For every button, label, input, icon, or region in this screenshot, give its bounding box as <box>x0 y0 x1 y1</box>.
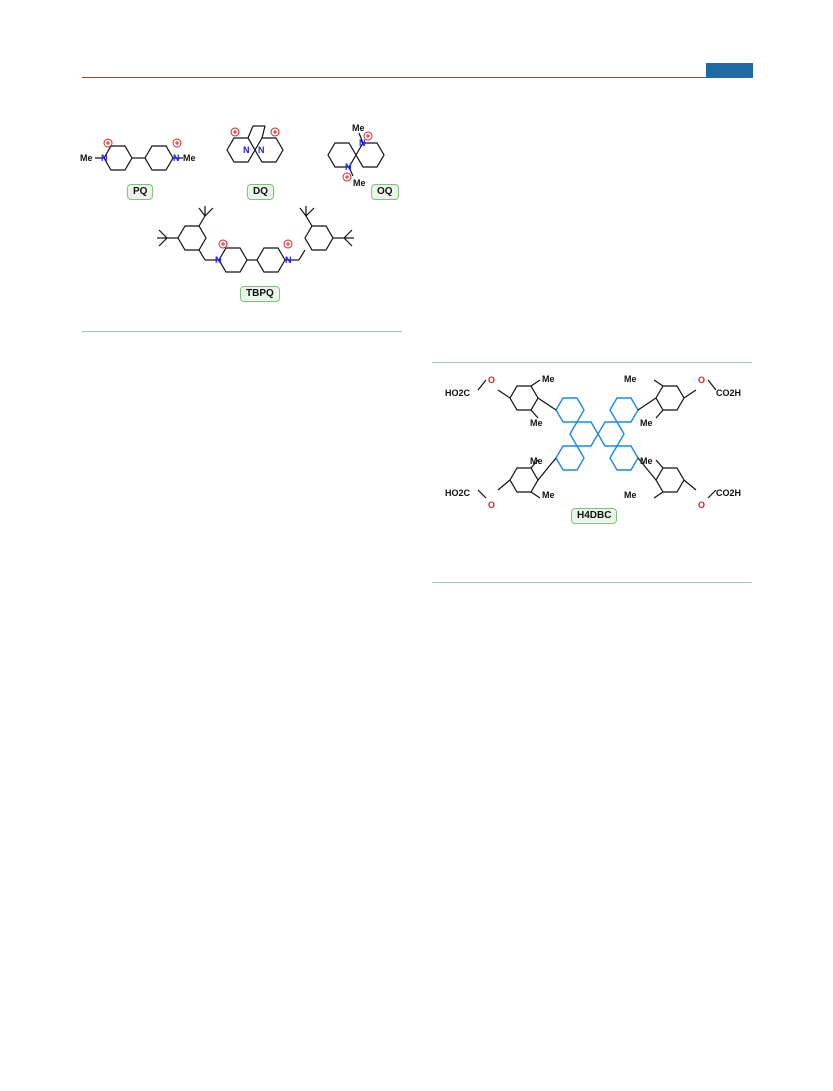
label-oq: OQ <box>371 184 399 200</box>
dq-n-right: N <box>258 145 265 155</box>
pq-n-left: N <box>101 153 108 163</box>
figure2-bottom-rule <box>432 582 752 583</box>
header-tab <box>706 63 753 78</box>
me-8: Me <box>624 490 637 500</box>
oq-n-top: N <box>359 138 366 148</box>
o-top-left: O <box>488 375 495 385</box>
label-h4dbc: H4DBC <box>571 508 618 524</box>
me-3: Me <box>624 374 637 384</box>
tbpq-n-right: N <box>285 255 292 265</box>
oq-me-bottom: Me <box>353 178 366 188</box>
oq-me-top: Me <box>352 123 365 133</box>
dq-n-left: N <box>243 145 250 155</box>
me-4: Me <box>640 418 653 428</box>
me-5: Me <box>530 456 543 466</box>
pq-n-right: N <box>173 153 180 163</box>
o-bottom-left: O <box>488 500 495 510</box>
label-tbpq: TBPQ <box>240 286 280 302</box>
label-dq: DQ <box>247 184 274 200</box>
o-top-right: O <box>698 375 705 385</box>
me-6: Me <box>542 490 555 500</box>
co2h-top-right: CO2H <box>716 388 741 398</box>
me-2: Me <box>530 418 543 428</box>
tbpq-n-left: N <box>215 255 222 265</box>
figure1-bottom-rule <box>82 331 402 332</box>
header-rule <box>82 77 752 78</box>
label-pq: PQ <box>127 184 154 200</box>
ho2c-bottom-left: HO2C <box>445 488 471 498</box>
me-7: Me <box>640 456 653 466</box>
me-1: Me <box>542 374 555 384</box>
figure2-top-rule <box>432 362 752 363</box>
oq-n-bottom: N <box>345 162 352 172</box>
figure1-structures: Me N N Me N N N Me N Me N N <box>80 123 385 273</box>
o-bottom-right: O <box>698 500 705 510</box>
figure2-structure: O HO2C O CO2H O HO2C O CO2H Me Me Me Me … <box>445 374 741 510</box>
pq-me-left: Me <box>80 153 93 163</box>
pq-me-right: Me <box>183 153 196 163</box>
ho2c-top-left: HO2C <box>445 388 471 398</box>
co2h-bottom-right: CO2H <box>716 488 741 498</box>
